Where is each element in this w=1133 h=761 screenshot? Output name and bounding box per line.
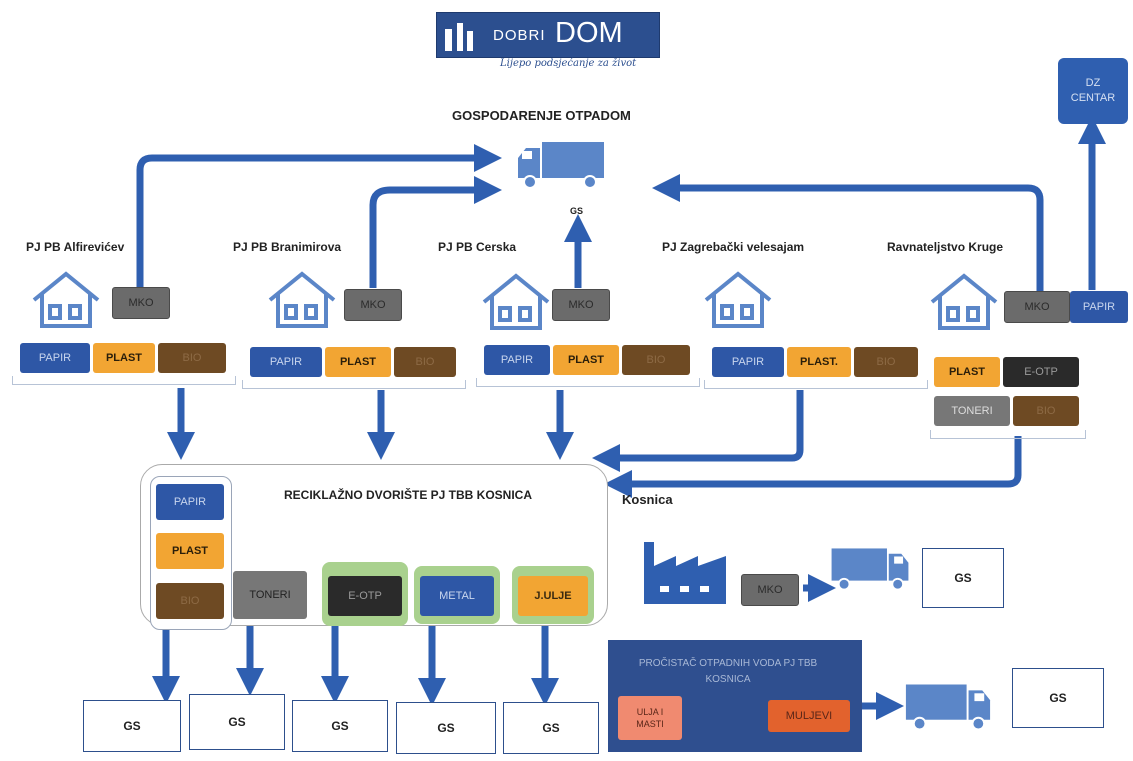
location-label-alfirevicev: PJ PB Alfirevićev bbox=[26, 240, 125, 254]
plast-bin: PLAST bbox=[156, 533, 224, 569]
bio-bin: BIO bbox=[156, 583, 224, 619]
dz-centar-label: DZ CENTAR bbox=[1070, 77, 1116, 104]
plast-bin: PLAST bbox=[325, 347, 391, 377]
papir-bin: PAPIR bbox=[156, 484, 224, 520]
house-icon bbox=[482, 273, 550, 330]
plast-bin: PLAST bbox=[93, 343, 155, 373]
truck-icon bbox=[905, 684, 991, 731]
plast-bin: PLAST bbox=[934, 357, 1000, 387]
plast-bin: PLAST. bbox=[787, 347, 851, 377]
muljevi-box: MULJEVI bbox=[768, 700, 850, 732]
bio-bin: BIO bbox=[158, 343, 226, 373]
bio-bin: BIO bbox=[854, 347, 918, 377]
bio-bin: BIO bbox=[622, 345, 690, 375]
truck-gs-label: GS bbox=[570, 206, 584, 216]
ulja-masti-box: ULJA I MASTI bbox=[618, 696, 682, 740]
kosnica-label: Kosnica bbox=[622, 492, 673, 507]
gs-box: GS bbox=[503, 702, 599, 754]
recycling-yard-title: RECIKLAŽNO DVORIŠTE PJ TBB KOSNICA bbox=[284, 488, 533, 502]
location-label-branimirova: PJ PB Branimirova bbox=[233, 240, 342, 254]
gs-box: GS bbox=[1012, 668, 1104, 728]
arrow-branimirova-truck bbox=[369, 176, 502, 288]
papir-bin: PAPIR bbox=[20, 343, 90, 373]
papir-bin: PAPIR bbox=[712, 347, 784, 377]
logo-brand-big: DOM bbox=[555, 17, 623, 49]
house-icon bbox=[930, 273, 998, 330]
bio-bin: BIO bbox=[1013, 396, 1079, 426]
logo: DOBRI DOM bbox=[436, 12, 660, 58]
bracket bbox=[12, 376, 236, 385]
diagram-title: GOSPODARENJE OTPADOM bbox=[452, 108, 631, 123]
house-icon bbox=[268, 271, 336, 328]
e-otp-bin: E-OTP bbox=[1003, 357, 1079, 387]
location-label-kruge: Ravnateljstvo Kruge bbox=[887, 240, 1004, 254]
toneri-bin: TONERI bbox=[934, 396, 1010, 426]
wastewater-title: PROČISTAČ OTPADNIH VODA PJ TBB KOSNICA bbox=[638, 658, 818, 685]
gs-box: GS bbox=[189, 694, 285, 750]
toneri-bin: TONERI bbox=[233, 571, 307, 619]
logo-bottles-icon bbox=[445, 23, 473, 51]
logo-brand-small: DOBRI bbox=[493, 27, 546, 44]
bracket bbox=[476, 378, 700, 387]
arrow-zagreb-yard bbox=[592, 390, 804, 472]
arrow-kruge-truck bbox=[652, 174, 1044, 292]
mko-bin-cerska: MKO bbox=[552, 289, 610, 321]
arrow-kruge-yard bbox=[604, 436, 1022, 498]
plast-bin: PLAST bbox=[553, 345, 619, 375]
gs-box: GS bbox=[396, 702, 496, 754]
mko-bin-factory: MKO bbox=[741, 574, 799, 606]
papir-bin: PAPIR bbox=[250, 347, 322, 377]
bracket bbox=[704, 380, 928, 389]
mko-bin-branimirova: MKO bbox=[344, 289, 402, 321]
location-label-zagrebacki: PJ Zagrebački velesajam bbox=[662, 240, 805, 254]
dz-centar-box: DZ CENTAR bbox=[1058, 58, 1128, 124]
arrow-alfirevicev-truck bbox=[136, 144, 502, 288]
truck-icon bbox=[518, 142, 604, 189]
truck-icon bbox=[831, 548, 909, 591]
bio-bin: BIO bbox=[394, 347, 456, 377]
papir-bin: PAPIR bbox=[484, 345, 550, 375]
logo-tagline: Lijepo podsjećanje za život bbox=[500, 58, 637, 69]
gs-box: GS bbox=[922, 548, 1004, 608]
gs-box: GS bbox=[83, 700, 181, 752]
papir-bin-kruge: PAPIR bbox=[1070, 291, 1128, 323]
j-ulje-bin: J.ULJE bbox=[518, 576, 588, 616]
e-otp-bin: E-OTP bbox=[328, 576, 402, 616]
mko-bin-alfirevicev: MKO bbox=[112, 287, 170, 319]
location-label-cerska: PJ PB Cerska bbox=[438, 240, 517, 254]
house-icon bbox=[32, 271, 100, 328]
gs-box: GS bbox=[292, 700, 388, 752]
factory-icon bbox=[644, 542, 726, 604]
mko-bin-kruge: MKO bbox=[1004, 291, 1070, 323]
bracket bbox=[242, 380, 466, 389]
metal-bin: METAL bbox=[420, 576, 494, 616]
house-icon bbox=[704, 271, 772, 328]
bracket bbox=[930, 430, 1086, 439]
